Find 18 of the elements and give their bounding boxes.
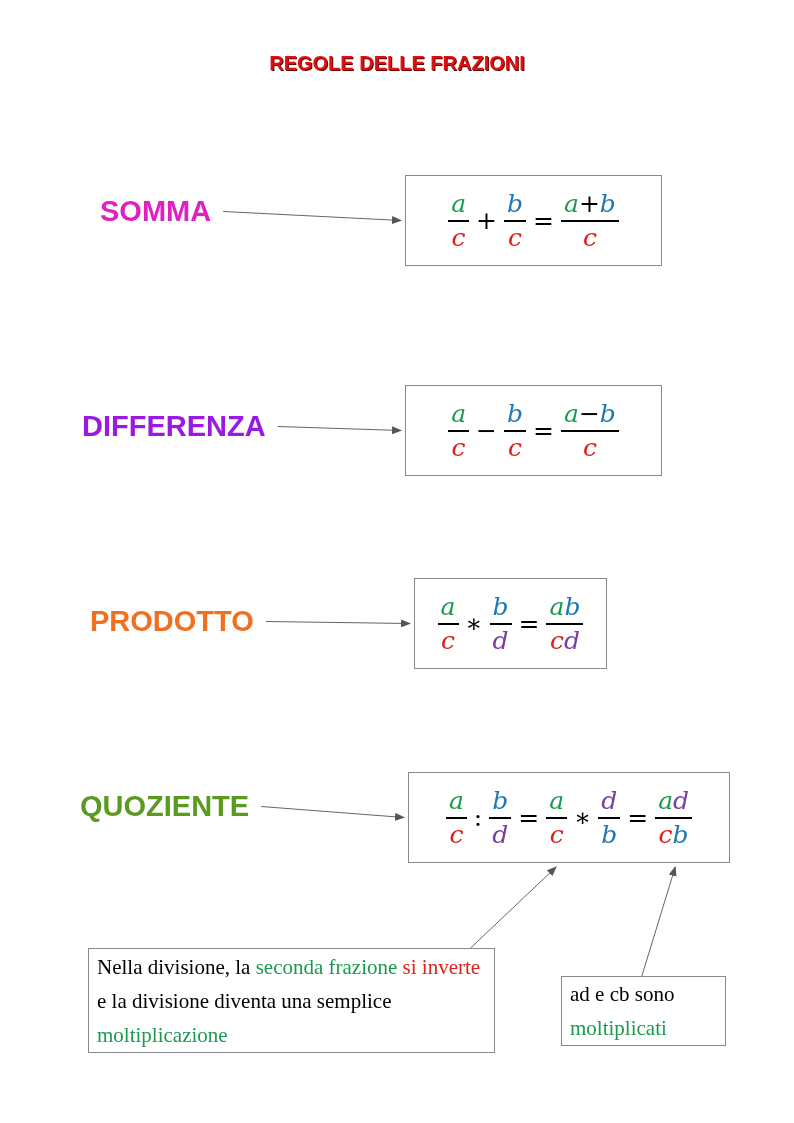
heading-label: SOMMA (100, 195, 212, 228)
arrow (260, 806, 405, 821)
note-box (561, 976, 726, 1046)
arrow (277, 426, 402, 435)
formula-box (405, 385, 662, 476)
heading-label: PRODOTTO (90, 605, 254, 638)
arrow (265, 619, 411, 628)
heading-label: DIFFERENZA (82, 410, 266, 443)
formula-box (405, 175, 662, 266)
formula-box (414, 578, 607, 669)
arrow (641, 866, 677, 977)
title: REGOLE DELLE FRAZIONI (268, 52, 526, 75)
formula-box (408, 772, 730, 863)
note-text: ad e cb sono moltiplicati (569, 981, 676, 1042)
arrow (470, 866, 557, 949)
note-text: Nella divisione, la seconda frazione si inverte e la divisione diventa una semplice moltiplicazione (96, 953, 482, 1049)
arrow (222, 211, 402, 225)
heading-label: QUOZIENTE (80, 790, 250, 823)
